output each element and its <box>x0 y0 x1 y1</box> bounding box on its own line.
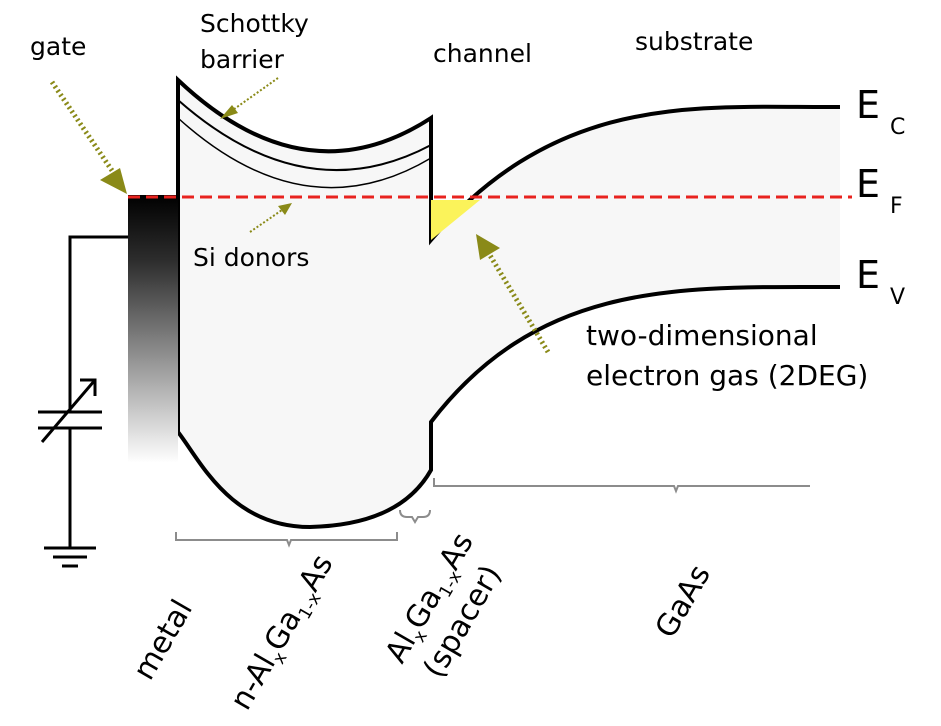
schottky-label-line1: Schottky <box>200 9 309 38</box>
metal-gate-block <box>128 195 178 463</box>
gate-arrow-head <box>100 168 127 194</box>
electron-gas-region <box>431 200 480 240</box>
ev-label: E V <box>856 253 905 310</box>
si-donors-arrow-head <box>278 203 292 215</box>
nalgaas-region-label: n-AlxGa1-xAs <box>224 549 344 718</box>
pointer-arrows <box>49 77 551 354</box>
two-deg-arrow-head <box>476 234 500 260</box>
ev-main: E <box>856 253 880 297</box>
variable-capacitor-arrow <box>40 378 97 443</box>
metal-region-label: metal <box>127 594 200 686</box>
band-gap-fill <box>178 80 840 527</box>
gate-label: gate <box>30 32 86 61</box>
ec-sub: C <box>890 115 905 140</box>
si-donors-curve <box>177 117 432 189</box>
substrate-label: substrate <box>635 27 753 56</box>
nalgaas-suffix: As <box>292 549 340 598</box>
ec-label: E C <box>856 83 905 140</box>
gaas-region-label: GaAs <box>649 559 718 644</box>
schottky-label-line2: barrier <box>200 45 285 74</box>
ef-main: E <box>856 162 880 206</box>
ef-label: E F <box>856 162 903 219</box>
channel-label: channel <box>433 39 532 68</box>
si-donors-label: Si donors <box>193 243 309 272</box>
schottky-arrow-head <box>220 105 238 119</box>
gate-circuit <box>38 235 128 568</box>
ev-sub: V <box>890 285 905 310</box>
ef-sub: F <box>890 194 903 219</box>
schottky-barrier-curve <box>177 99 432 172</box>
ec-main: E <box>856 83 880 127</box>
region-brackets <box>175 478 810 548</box>
two-deg-label-line2: electron gas (2DEG) <box>586 359 868 392</box>
valence-band-edge <box>176 284 841 530</box>
two-deg-label-line1: two-dimensional <box>586 319 818 352</box>
